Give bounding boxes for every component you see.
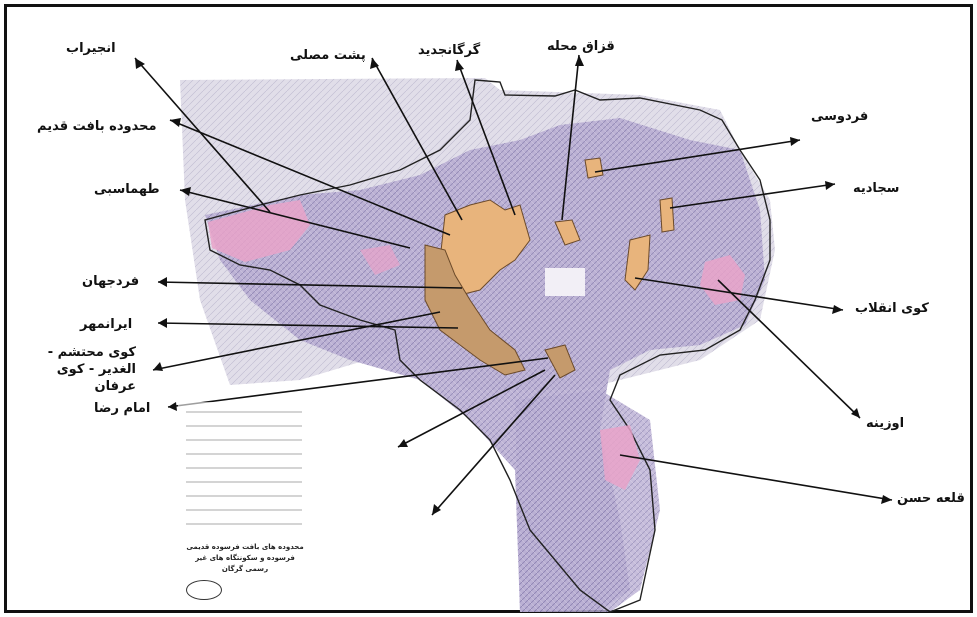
city-center-block bbox=[545, 268, 585, 296]
label-gorgan-jadid: گرگانجدید bbox=[418, 43, 481, 58]
label-tahmasbi: طهماسبی bbox=[94, 182, 160, 197]
leader-lines bbox=[134, 54, 893, 516]
label-ghaleh-hasan: قلعه حسن bbox=[897, 491, 965, 506]
label-qazzaq-mahalleh: قزاق محله bbox=[547, 39, 615, 54]
arrow-heads bbox=[135, 55, 892, 515]
label-posht-mosalla: پشت مصلی bbox=[290, 48, 366, 63]
legend-rows bbox=[186, 411, 302, 525]
zone-kuye-enghelab bbox=[624, 234, 651, 291]
urban-fabric bbox=[205, 118, 765, 612]
label-iranmehr: ایرانمهر bbox=[80, 317, 133, 332]
city-boundary bbox=[204, 79, 771, 613]
official-stamp bbox=[186, 580, 222, 600]
settlement-tahmasbi bbox=[208, 200, 310, 262]
zone-sajjadieh bbox=[659, 197, 675, 233]
southern-extension bbox=[515, 390, 660, 612]
settlement-small bbox=[360, 245, 400, 275]
label-mahdoodeh-baft-ghadim: محدوده بافت قدیم bbox=[37, 119, 157, 134]
settlement-ghaleh-hasan bbox=[600, 425, 640, 490]
zone-western-strip bbox=[424, 244, 526, 376]
label-fardjahan: فردجهان bbox=[82, 274, 140, 289]
label-owzineh: اوزینه bbox=[866, 416, 905, 431]
map-legend: محدوده های بافت فرسوده قدیمی فرسوده و سک… bbox=[178, 402, 310, 600]
label-kuye-enghelab: کوی انقلاب bbox=[855, 301, 929, 316]
label-ferdowsi: فردوسی bbox=[811, 109, 869, 124]
legend-title: محدوده های بافت فرسوده قدیمی فرسوده و سک… bbox=[186, 543, 304, 573]
label-kuye-mohtasham: کوی محتشم - الغدیر - کوی عرفان bbox=[47, 345, 136, 394]
label-sajjadieh: سجادیه bbox=[853, 181, 900, 196]
label-anjiraab: انجیراب bbox=[66, 41, 116, 56]
zone-emam-reza bbox=[544, 344, 576, 379]
label-emam-reza: امام رضا bbox=[94, 401, 151, 416]
zone-ferdowsi bbox=[584, 157, 604, 179]
zone-qazzaq-mahalleh bbox=[554, 219, 581, 246]
